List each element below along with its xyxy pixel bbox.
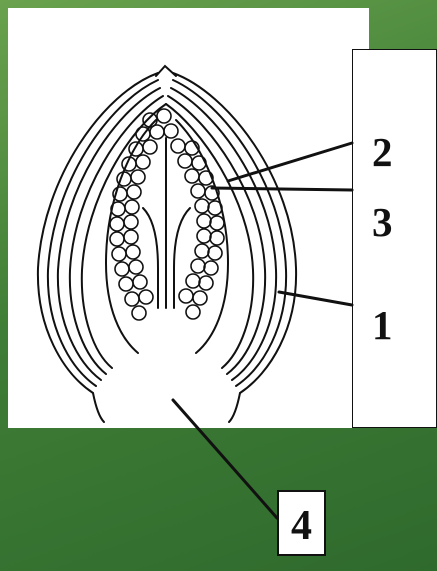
leader-line-4 <box>173 400 277 518</box>
leader-line-2 <box>228 143 352 181</box>
leader-line-3 <box>212 188 352 190</box>
leader-line-1 <box>279 292 352 305</box>
